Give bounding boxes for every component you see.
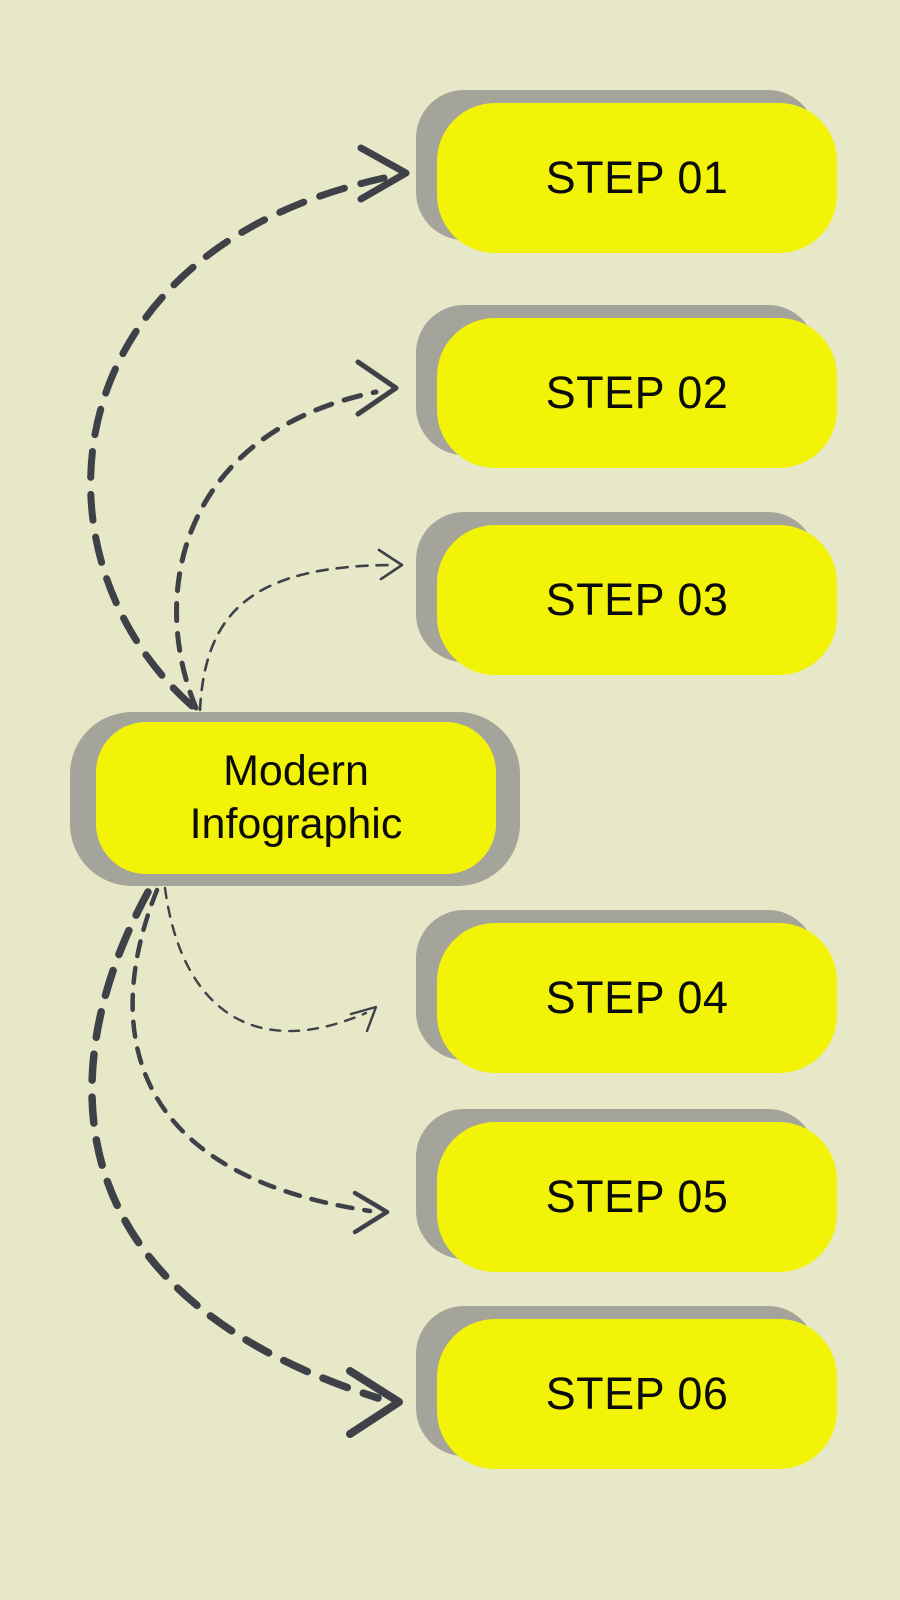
step-05-face: STEP 05 — [437, 1122, 837, 1272]
arrow-head-step-01-icon — [357, 144, 410, 203]
step-02-label: STEP 02 — [545, 367, 729, 418]
step-node-04: STEP 04 — [416, 910, 837, 1073]
arrow-step-02-icon — [174, 359, 399, 711]
arrow-head-step-06-icon — [346, 1367, 403, 1438]
arrow-step-01-icon — [87, 144, 410, 710]
arrow-curve-step-03 — [198, 563, 394, 712]
step-node-02: STEP 02 — [416, 305, 837, 468]
step-node-03: STEP 03 — [416, 512, 837, 675]
arrow-step-06-icon — [88, 888, 403, 1438]
step-01-label: STEP 01 — [545, 152, 729, 203]
center-node: Modern Infographic — [70, 712, 520, 886]
arrow-curve-step-04 — [163, 886, 368, 1033]
center-node-face: Modern Infographic — [96, 722, 496, 874]
arrow-head-step-05-icon — [352, 1190, 390, 1235]
step-05-label: STEP 05 — [545, 1171, 729, 1222]
step-01-face: STEP 01 — [437, 103, 837, 253]
arrow-step-03-icon — [198, 548, 404, 712]
step-node-05: STEP 05 — [416, 1109, 837, 1272]
arrow-step-05-icon — [130, 887, 390, 1235]
arrow-curve-step-02 — [174, 389, 379, 711]
step-03-label: STEP 03 — [545, 574, 729, 625]
arrow-head-step-02-icon — [355, 359, 399, 417]
step-03-face: STEP 03 — [437, 525, 837, 675]
arrow-head-step-03-icon — [377, 548, 404, 581]
arrow-curve-step-06 — [88, 888, 382, 1402]
center-label-line2: Infographic — [189, 800, 403, 848]
arrow-curve-step-01 — [87, 174, 388, 710]
step-node-01: STEP 01 — [416, 90, 837, 253]
step-04-face: STEP 04 — [437, 923, 837, 1073]
step-04-label: STEP 04 — [545, 972, 729, 1023]
step-02-face: STEP 02 — [437, 318, 837, 468]
center-label-line1: Modern — [223, 746, 369, 795]
arrow-curve-step-05 — [130, 887, 373, 1214]
step-node-06: STEP 06 — [416, 1306, 837, 1469]
step-06-face: STEP 06 — [437, 1319, 837, 1469]
step-06-label: STEP 06 — [545, 1368, 729, 1419]
arrow-head-step-04-icon — [349, 1005, 378, 1033]
arrow-step-04-icon — [163, 886, 378, 1033]
